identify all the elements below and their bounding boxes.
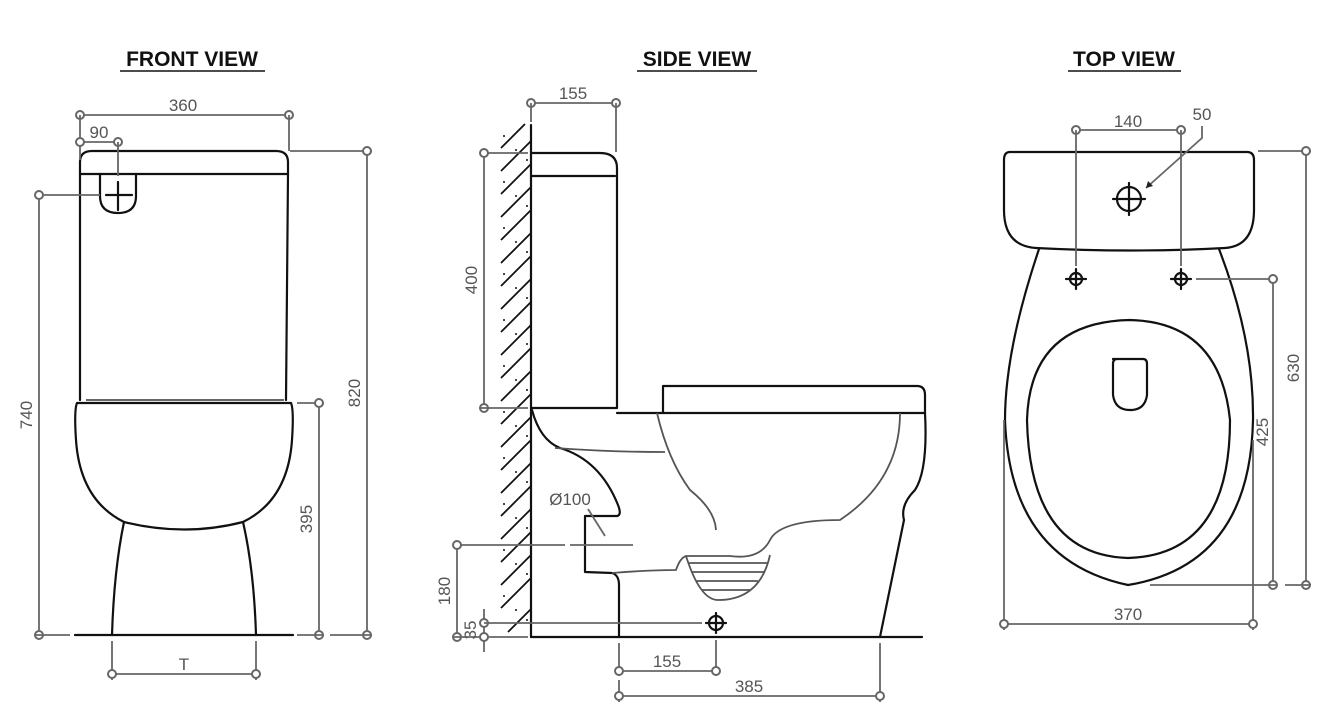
dim-tank-height: 400 — [462, 266, 481, 294]
side-water — [685, 554, 771, 601]
top-bowl-outer — [1003, 247, 1255, 587]
top-seat-ring — [1025, 318, 1232, 560]
side-view-title: SIDE VIEW — [643, 48, 752, 71]
side-tank — [530, 151, 619, 410]
dim-seat-height: 395 — [297, 505, 316, 533]
front-view-title: FRONT VIEW — [126, 48, 258, 71]
front-view: FRONT VIEW 360 90 740 8 — [17, 48, 372, 680]
dim-overall-height: 820 — [345, 379, 364, 407]
dim-fixing-offset: 155 — [653, 652, 681, 671]
side-trap — [554, 412, 901, 574]
dim-tank-width: 360 — [169, 96, 197, 115]
top-view: TOP VIEW 140 50 — [999, 48, 1311, 630]
front-bowl — [74, 401, 294, 531]
dim-base-width: T — [179, 655, 189, 674]
dim-bowl-depth: 425 — [1253, 418, 1272, 446]
dim-outlet-height: 180 — [435, 577, 454, 605]
dim-bowl-width: 370 — [1114, 605, 1142, 624]
top-tank — [1002, 150, 1256, 252]
fixing-point-left-icon — [1064, 267, 1088, 291]
side-bowl — [530, 408, 927, 639]
top-lid-hinge — [1111, 357, 1149, 412]
dim-overall-depth: 630 — [1284, 354, 1303, 382]
dim-fixing-spacing: 140 — [1114, 112, 1142, 131]
dim-flush-offset: 90 — [90, 123, 109, 142]
front-tank-lid — [78, 149, 290, 176]
side-seat — [661, 384, 927, 415]
front-tank-body — [78, 172, 290, 402]
front-pedestal — [110, 520, 258, 637]
dim-inlet-height: 35 — [461, 621, 480, 640]
dim-flush-hole: 50 — [1193, 105, 1212, 124]
flush-hole-icon — [1111, 181, 1147, 217]
side-view: SIDE VIEW — [435, 48, 927, 702]
dim-flush-height: 740 — [17, 401, 36, 429]
top-view-title: TOP VIEW — [1073, 48, 1175, 71]
dim-outlet-diameter: Ø100 — [549, 490, 591, 509]
fixing-point-icon — [704, 611, 728, 635]
dim-base-depth: 385 — [735, 677, 763, 696]
flush-button-icon — [98, 172, 138, 215]
dim-tank-depth: 155 — [559, 84, 587, 103]
fixing-point-right-icon — [1169, 267, 1193, 291]
wall-hatch — [500, 123, 533, 639]
